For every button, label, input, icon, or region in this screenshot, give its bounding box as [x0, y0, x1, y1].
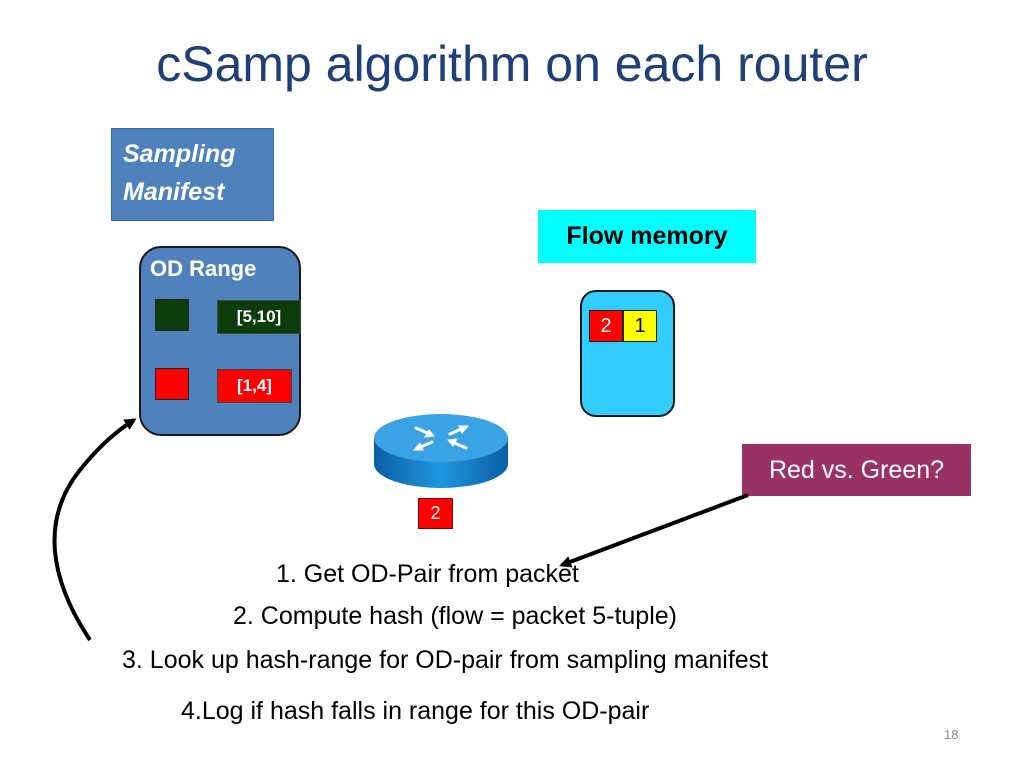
- range-tag-red: [1,4]: [217, 369, 292, 403]
- sampling-manifest-table: [139, 246, 301, 436]
- arrow-to-manifest: [52, 418, 137, 642]
- manifest-label-line1: Sampling: [123, 140, 236, 168]
- packet-tag: 2: [418, 498, 453, 529]
- manifest-label-line2: Manifest: [123, 178, 225, 206]
- arrow-to-step1: [559, 493, 749, 568]
- slide-number: 18: [944, 727, 959, 742]
- flow-memory-label: Flow memory: [538, 210, 756, 263]
- od-swatch-green: [155, 299, 189, 331]
- flow-cell-yellow: 1: [623, 310, 657, 342]
- od-swatch-red: [155, 368, 189, 400]
- router-icon: [374, 414, 508, 488]
- step-1: 1. Get OD-Pair from packet: [276, 560, 579, 588]
- flow-cell-red: 2: [589, 310, 623, 342]
- question-callout: Red vs. Green?: [742, 444, 971, 496]
- step-3: 3. Look up hash-range for OD-pair from s…: [122, 646, 769, 674]
- range-tag-green: [5,10]: [217, 300, 301, 334]
- slide-title: cSamp algorithm on each router: [156, 36, 868, 92]
- step-2: 2. Compute hash (flow = packet 5-tuple): [233, 602, 677, 630]
- step-4: 4.Log if hash falls in range for this OD…: [181, 697, 650, 725]
- manifest-header: OD Range: [150, 256, 257, 281]
- sampling-manifest-label: Sampling Manifest: [111, 128, 274, 221]
